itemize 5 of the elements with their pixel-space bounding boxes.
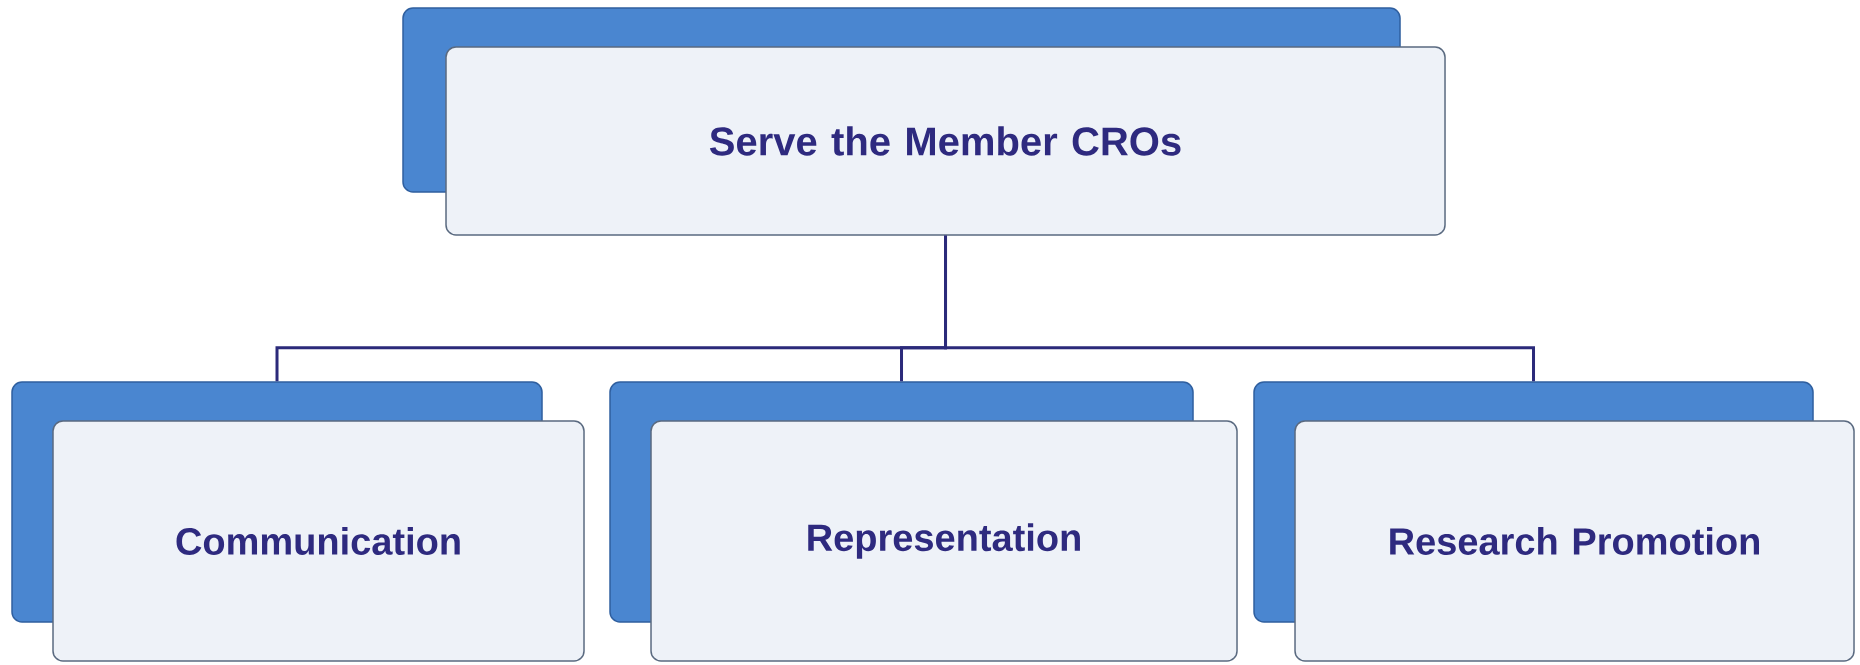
org-chart-box: Communication — [11, 381, 585, 662]
org-chart-box: Research Promotion — [1253, 381, 1855, 662]
org-chart-box: Representation — [609, 381, 1238, 662]
connector-line — [944, 235, 1535, 382]
org-chart-box: Serve the Member CROs — [402, 7, 1446, 236]
